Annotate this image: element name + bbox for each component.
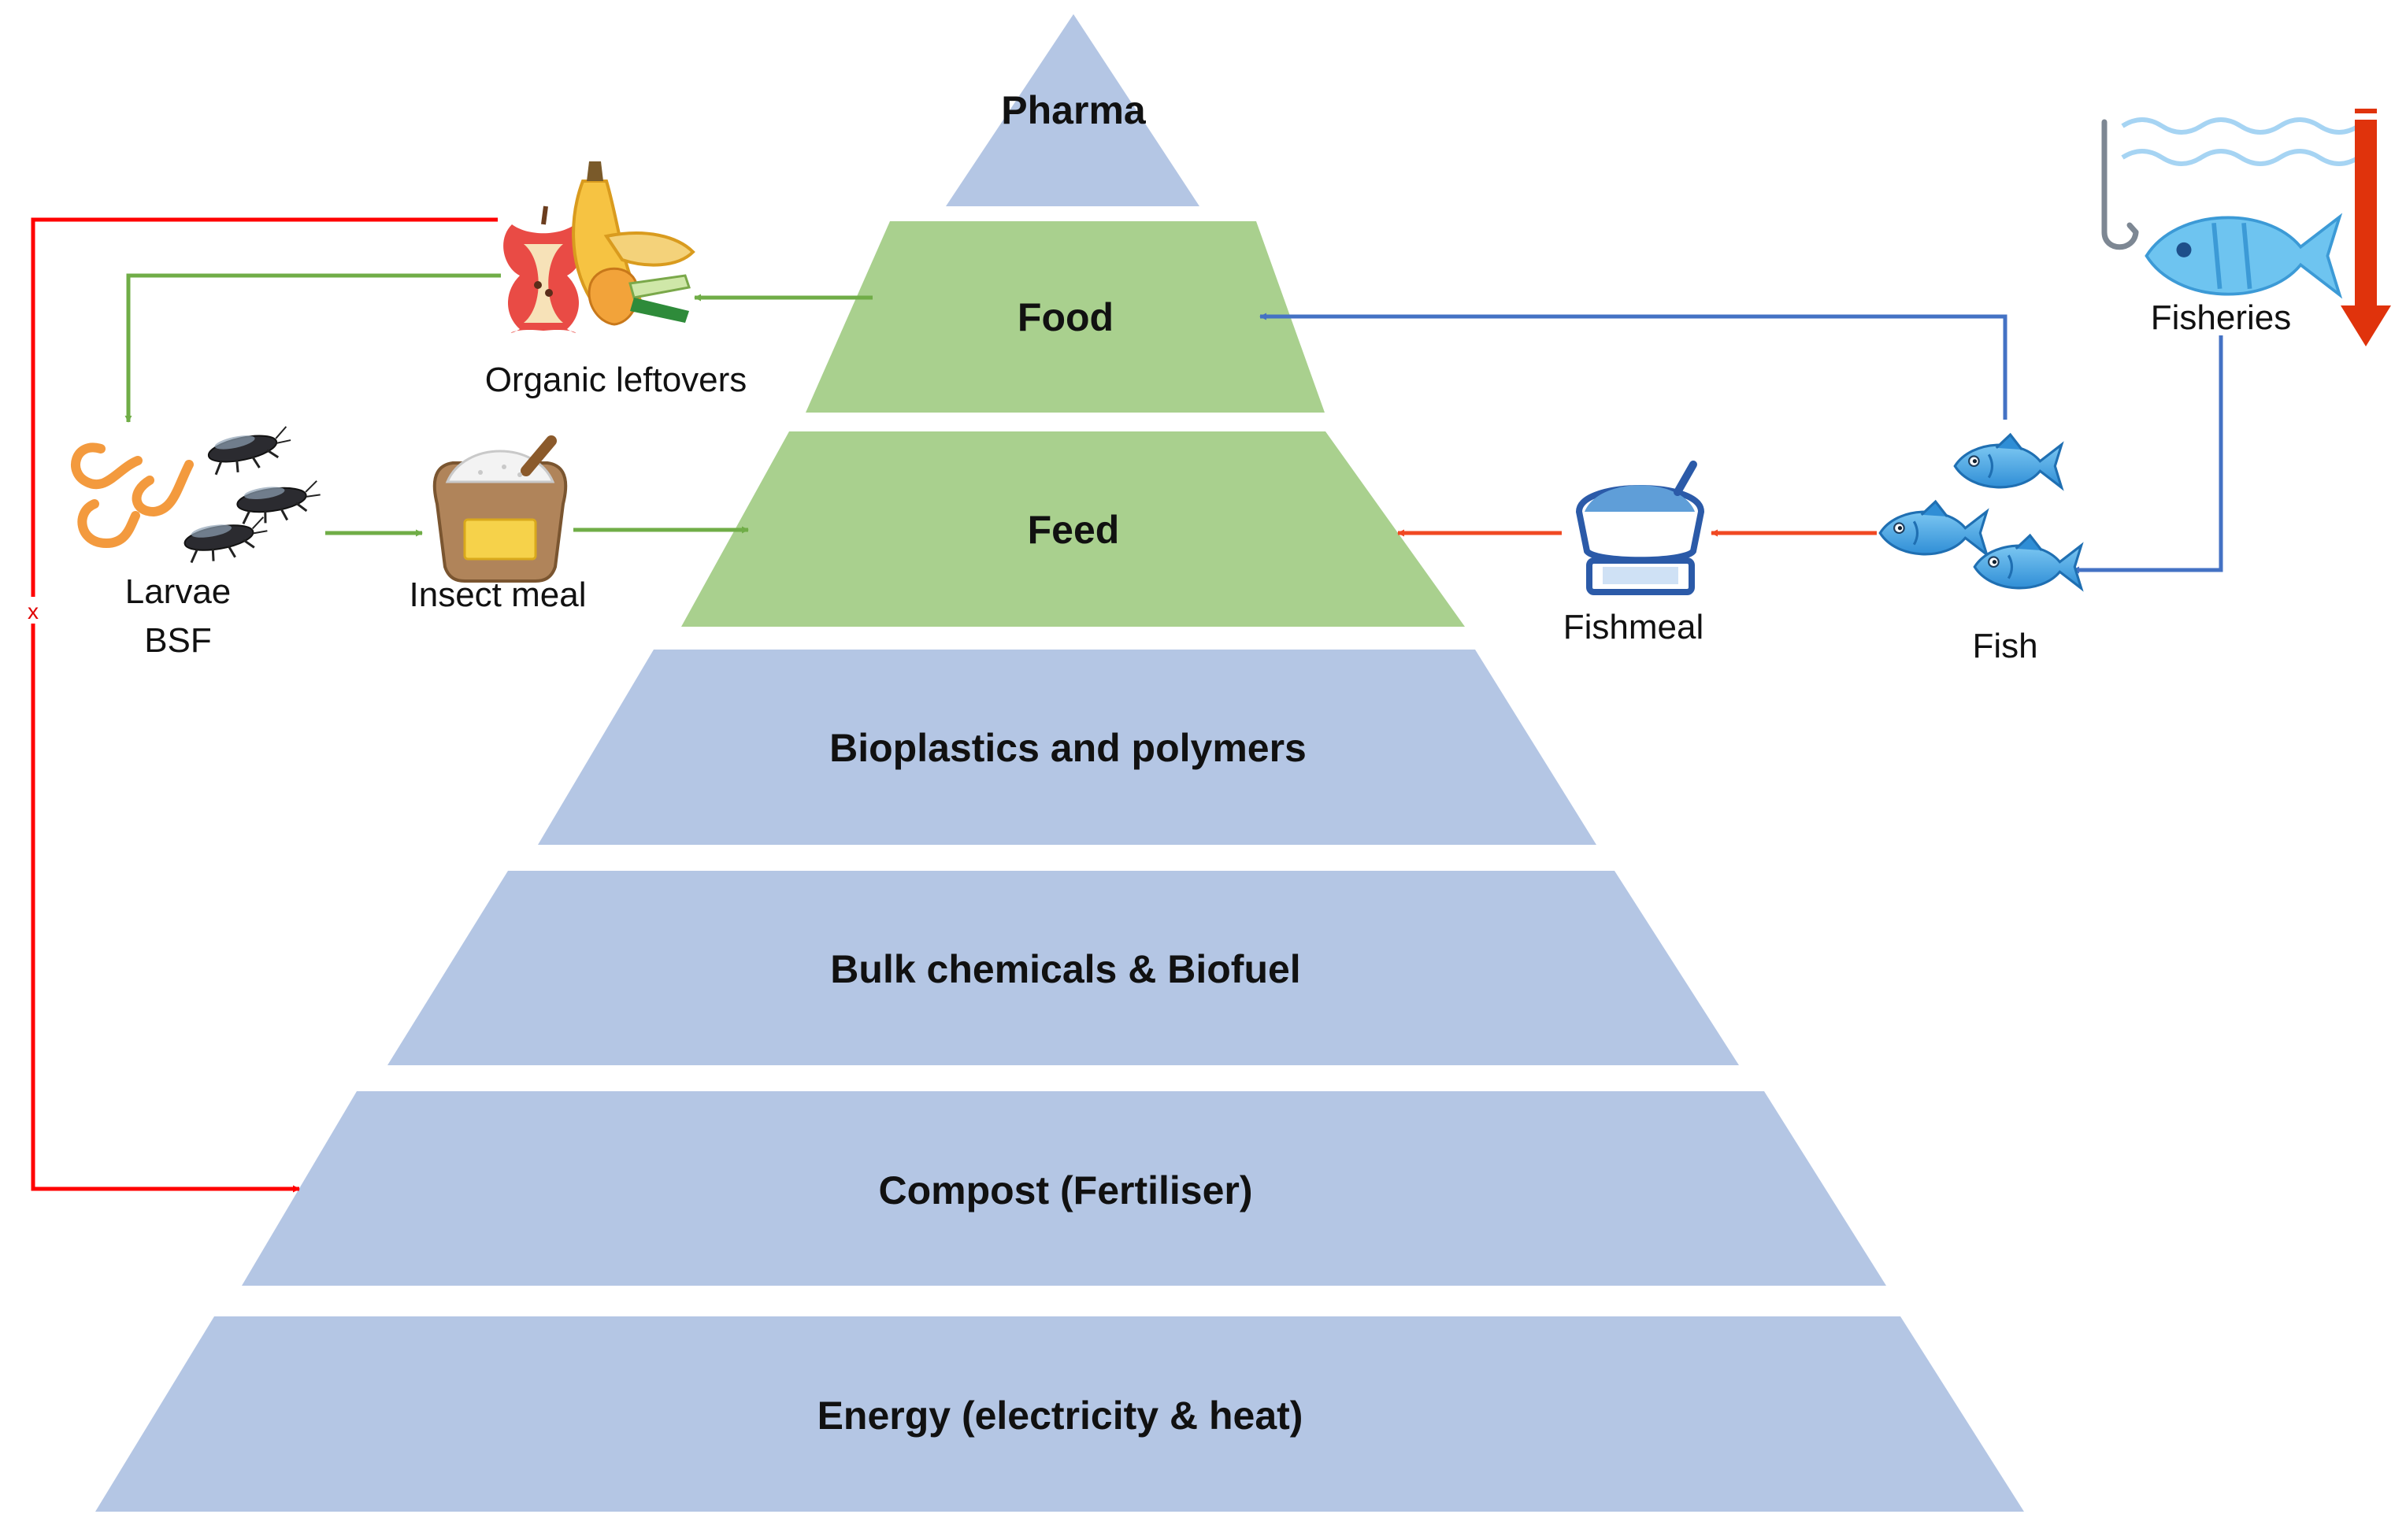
node-label-fisheries: Fisheries [2151, 298, 2292, 337]
tier-label-bulk-chemicals: Bulk chemicals & Biofuel [830, 947, 1300, 991]
tier-label-compost: Compost (Fertiliser) [878, 1168, 1252, 1212]
fish-icon [1878, 433, 2083, 590]
tier-energy [95, 1316, 2024, 1512]
fishmeal-bowl-icon [1575, 461, 1705, 595]
node-label-fishmeal: Fishmeal [1563, 608, 1704, 646]
node-label-bsf: BSF [144, 621, 212, 660]
carrot-leek-icon [588, 267, 691, 326]
tier-label-pharma: Pharma [1001, 88, 1147, 132]
node-label-organic-leftovers: Organic leftovers [485, 361, 747, 399]
node-label-insect-meal: Insect meal [410, 576, 587, 614]
flow-arrows [31, 217, 2223, 1193]
node-label-larvae: Larvae [125, 572, 232, 611]
black-soldier-fly-icon [184, 426, 321, 564]
tier-feed [681, 431, 1465, 627]
arrow-leftovers-to-compost [31, 217, 498, 1193]
insect-meal-sack-icon [432, 435, 568, 583]
tier-bioplastics [538, 650, 1596, 845]
tier-food [806, 221, 1325, 413]
declining-arrow-icon [2341, 109, 2391, 346]
node-label-fish: Fish [1972, 627, 2037, 665]
tier-bulk-chemicals [387, 871, 1739, 1065]
tier-compost [242, 1091, 1886, 1286]
blocked-path-mark: x [28, 599, 39, 624]
tier-label-bioplastics: Bioplastics and polymers [829, 726, 1307, 770]
arrow-fish-to-food [1259, 313, 2007, 420]
waves-icon [2121, 117, 2360, 166]
fishing-hook-icon [2101, 119, 2139, 250]
tier-label-energy: Energy (electricity & heat) [817, 1394, 1303, 1438]
apple-core-icon [503, 205, 584, 333]
pyramid: Pharma Food Feed Bioplastics and polymer… [95, 14, 2024, 1512]
tier-label-food: Food [1018, 295, 1114, 339]
tier-label-feed: Feed [1028, 508, 1120, 552]
arrow-fisheries-to-fish [2072, 335, 2223, 574]
larvae-icon [71, 442, 194, 549]
arrow-leftovers-to-larvae [124, 273, 501, 423]
tier-pharma [946, 14, 1199, 206]
organic-leftovers-icon [503, 161, 695, 333]
fisheries-icon [2101, 109, 2391, 346]
